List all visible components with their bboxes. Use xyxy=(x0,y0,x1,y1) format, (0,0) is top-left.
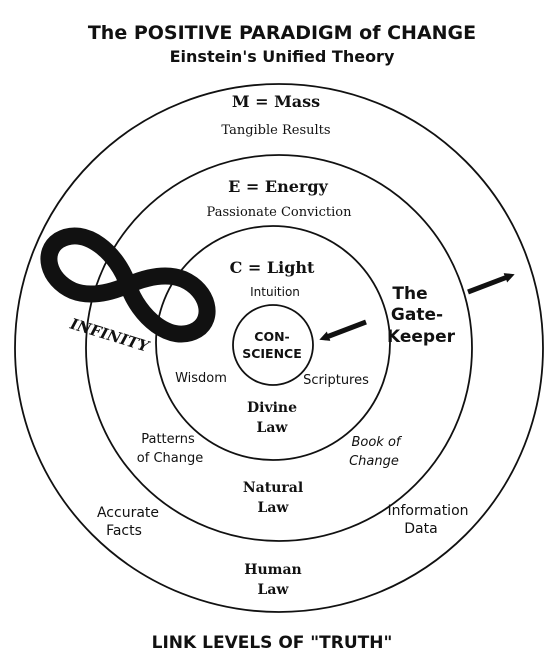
scriptures-label: Scriptures xyxy=(303,373,369,388)
conscience-line2: SCIENCE xyxy=(242,346,302,361)
human-law-line1: Human xyxy=(244,562,301,578)
light-heading: C = Light xyxy=(230,258,315,277)
book-of-change-line2: Change xyxy=(349,454,399,469)
arrow-outward-icon xyxy=(467,273,515,295)
page-title: The POSITIVE PARADIGM of CHANGE xyxy=(88,22,476,44)
energy-heading: E = Energy xyxy=(228,177,328,196)
arrow-to-conscience-icon xyxy=(319,319,367,341)
natural-law-line1: Natural xyxy=(243,480,303,496)
human-law-line2: Law xyxy=(258,582,290,598)
natural-law-line2: Law xyxy=(258,500,290,516)
outer-ring xyxy=(14,83,544,613)
patterns-of-change-line2: of Change xyxy=(137,451,203,466)
divine-law-line1: Divine xyxy=(247,400,297,416)
energy-subheading: Passionate Conviction xyxy=(207,205,353,220)
book-of-change-line1: Book of xyxy=(351,435,402,450)
accurate-facts-line1: Accurate xyxy=(97,505,159,521)
information-data-line2: Data xyxy=(404,521,437,537)
core-circle xyxy=(232,304,314,386)
information-data-line1: Information xyxy=(387,503,468,519)
footer-caption: LINK LEVELS OF "TRUTH" xyxy=(152,633,393,653)
gatekeeper-line2: Gate- xyxy=(391,305,443,325)
gatekeeper-line1: The xyxy=(392,284,427,304)
mass-subheading: Tangible Results xyxy=(221,123,330,138)
light-subheading: Intuition xyxy=(250,285,300,299)
conscience-line1: CON- xyxy=(254,329,289,344)
accurate-facts-line2: Facts xyxy=(106,523,142,539)
middle-ring xyxy=(85,154,473,542)
inner-ring xyxy=(155,225,391,461)
wisdom-label: Wisdom xyxy=(175,371,227,386)
page-subtitle: Einstein's Unified Theory xyxy=(170,47,395,66)
mass-heading: M = Mass xyxy=(232,92,320,111)
infinity-icon xyxy=(40,227,216,343)
patterns-of-change-line1: Patterns xyxy=(141,432,195,447)
gatekeeper-line3: Keeper xyxy=(387,327,456,347)
divine-law-line2: Law xyxy=(257,420,289,436)
